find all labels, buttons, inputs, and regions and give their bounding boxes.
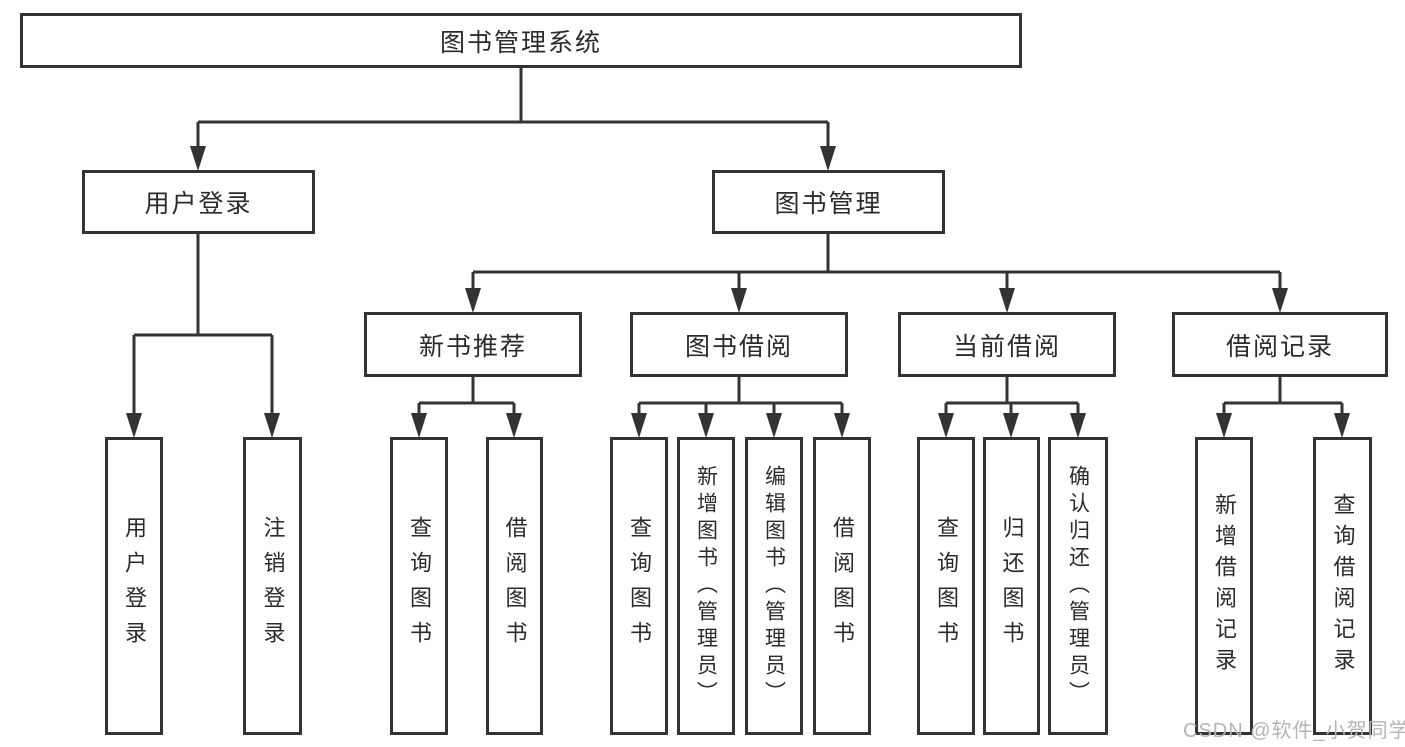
node-borrowing-records: 借阅记录 [1172,312,1388,377]
leaf-confirm-return-admin-label: 确认归还（管理员） [1066,464,1090,708]
leaf-query-books-recommend: 查询图书 [390,437,448,735]
leaf-query-borrow-record: 查询借阅记录 [1313,437,1372,735]
node-root: 图书管理系统 [20,13,1022,68]
leaf-logout-login: 注销登录 [243,437,302,735]
node-book-borrowing-label: 图书借阅 [684,332,793,361]
leaf-query-books-borrow: 查询图书 [610,437,668,735]
leaf-borrow-books-label: 借阅图书 [830,516,855,656]
node-borrowing-records-label: 借阅记录 [1225,332,1334,361]
node-current-borrowing: 当前借阅 [898,312,1116,377]
node-new-book-recommendation: 新书推荐 [364,312,582,377]
leaf-query-books-current: 查询图书 [917,437,975,735]
leaf-return-books-label: 归还图书 [999,516,1025,656]
leaf-return-books: 归还图书 [983,437,1040,735]
node-book-management: 图书管理 [712,170,945,234]
node-user-login: 用户登录 [82,170,315,234]
leaf-confirm-return-admin: 确认归还（管理员） [1048,437,1108,735]
node-user-login-label: 用户登录 [144,190,253,218]
leaf-user-login: 用户登录 [105,437,163,735]
leaf-borrow-books-recommend: 借阅图书 [486,437,543,735]
leaf-add-books-admin-label: 新增图书（管理员） [694,464,718,708]
leaf-borrow-books: 借阅图书 [813,437,871,735]
leaf-borrow-books-recommend-label: 借阅图书 [502,516,528,656]
node-book-borrowing: 图书借阅 [630,312,848,377]
node-root-label: 图书管理系统 [439,28,602,57]
leaf-query-books-recommend-label: 查询图书 [407,516,432,656]
leaf-add-borrow-record: 新增借阅记录 [1195,437,1253,735]
node-book-management-label: 图书管理 [774,190,883,218]
node-current-borrowing-label: 当前借阅 [952,332,1061,361]
csdn-watermark: CSDN @软件_小贺同学 [1183,720,1405,742]
leaf-user-login-label: 用户登录 [122,516,147,656]
leaf-logout-login-label: 注销登录 [260,516,286,656]
leaf-query-books-current-label: 查询图书 [934,516,959,656]
leaf-query-borrow-record-label: 查询借阅记录 [1330,493,1356,679]
leaf-add-books-admin: 新增图书（管理员） [677,437,735,735]
leaf-add-borrow-record-label: 新增借阅记录 [1212,493,1237,679]
node-new-book-recommendation-label: 新书推荐 [418,332,527,361]
leaf-edit-books-admin: 编辑图书（管理员） [745,437,803,735]
leaf-edit-books-admin-label: 编辑图书（管理员） [762,464,786,708]
leaf-query-books-borrow-label: 查询图书 [627,516,652,656]
